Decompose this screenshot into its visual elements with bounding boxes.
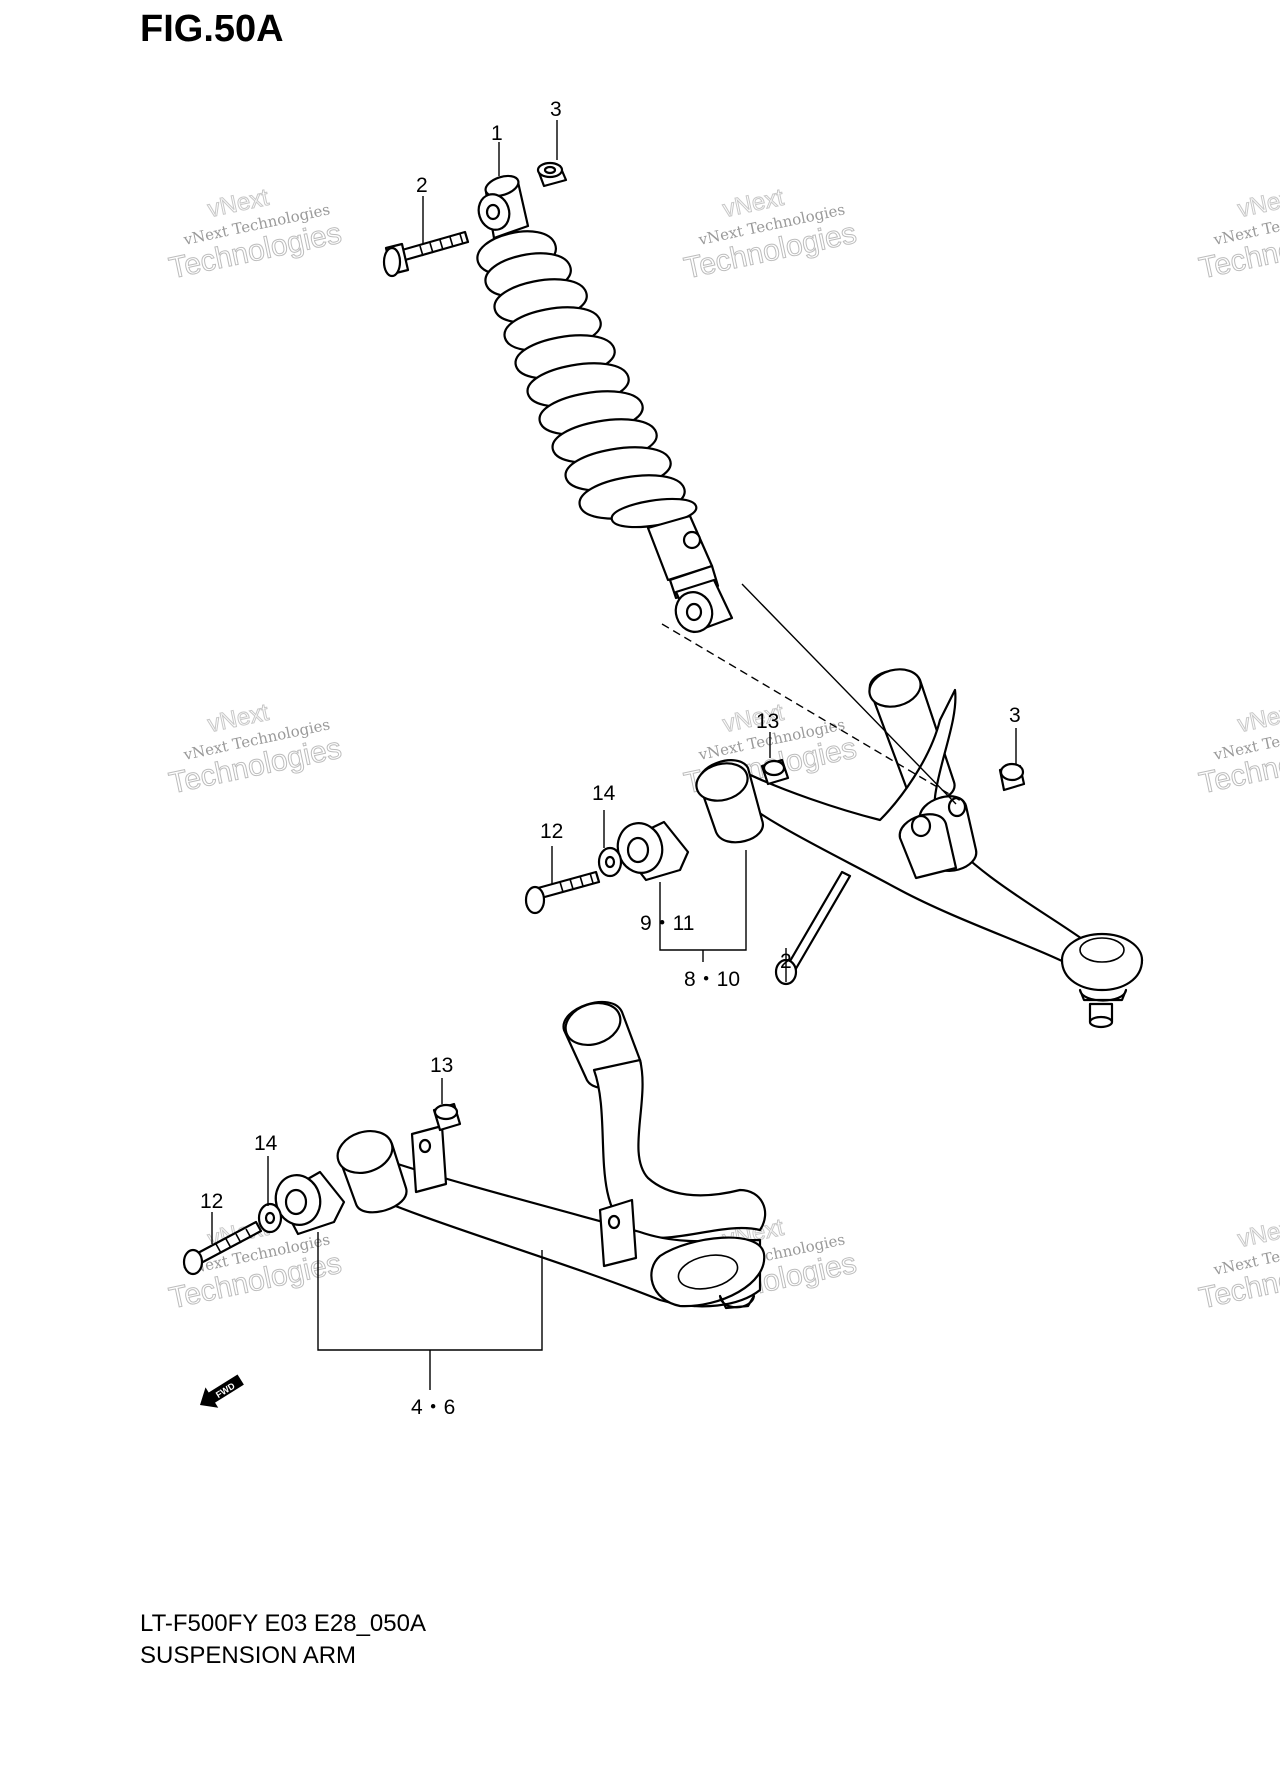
callout-labels: 1 2 3 3 13 14 12 9・11 2 8・10 13 14 12 4・… [200,98,1021,1419]
callout-3-mid: 3 [1009,704,1021,727]
nut-top[interactable] [536,161,568,188]
bushing-lower[interactable] [270,1170,346,1236]
figure-title: FIG.50A [140,8,284,50]
callout-1: 1 [491,122,503,145]
callout-12-low: 12 [200,1190,223,1213]
bolt-upper-arm[interactable] [524,870,601,915]
callout-14-low: 14 [254,1132,278,1155]
callout-4-6: 4・6 [411,1396,455,1419]
callout-8-10: 8・10 [684,968,740,991]
callout-3-top: 3 [550,98,562,121]
fwd-arrow-icon: FWD [200,1374,244,1408]
callout-9-11: 9・11 [640,912,694,935]
bolt-lower-arm[interactable] [182,1220,263,1276]
watermark-group: vNext vNext Technologies Technologies vN… [166,183,1280,1315]
shock-absorber[interactable] [474,172,734,636]
callout-2-mid: 2 [780,950,792,973]
callout-14-mid: 14 [592,782,616,805]
watermark-arc: vNext [1235,699,1280,738]
nut-upper-arm[interactable] [760,758,790,786]
watermark-arc: vNext [1235,184,1280,223]
nut-shock-lower[interactable] [998,762,1026,792]
model-code: LT-F500FY E03 E28_050A [140,1610,426,1637]
callout-2-top: 2 [416,174,428,197]
leader-lines [211,120,1017,1390]
washer-upper[interactable] [597,846,623,878]
nut-lower-arm[interactable] [432,1102,462,1132]
figure-subtitle: SUSPENSION ARM [140,1642,357,1669]
callout-12-mid: 12 [540,820,563,843]
bushing-upper[interactable] [612,818,690,882]
callout-13-mid: 13 [756,710,779,733]
washer-lower[interactable] [257,1202,283,1234]
lower-suspension-arm[interactable] [332,996,767,1310]
bolt-top[interactable] [382,230,470,278]
upper-suspension-arm[interactable] [692,664,1144,1029]
watermark-arc: vNext [1235,1214,1280,1253]
callout-13-low: 13 [430,1054,453,1077]
